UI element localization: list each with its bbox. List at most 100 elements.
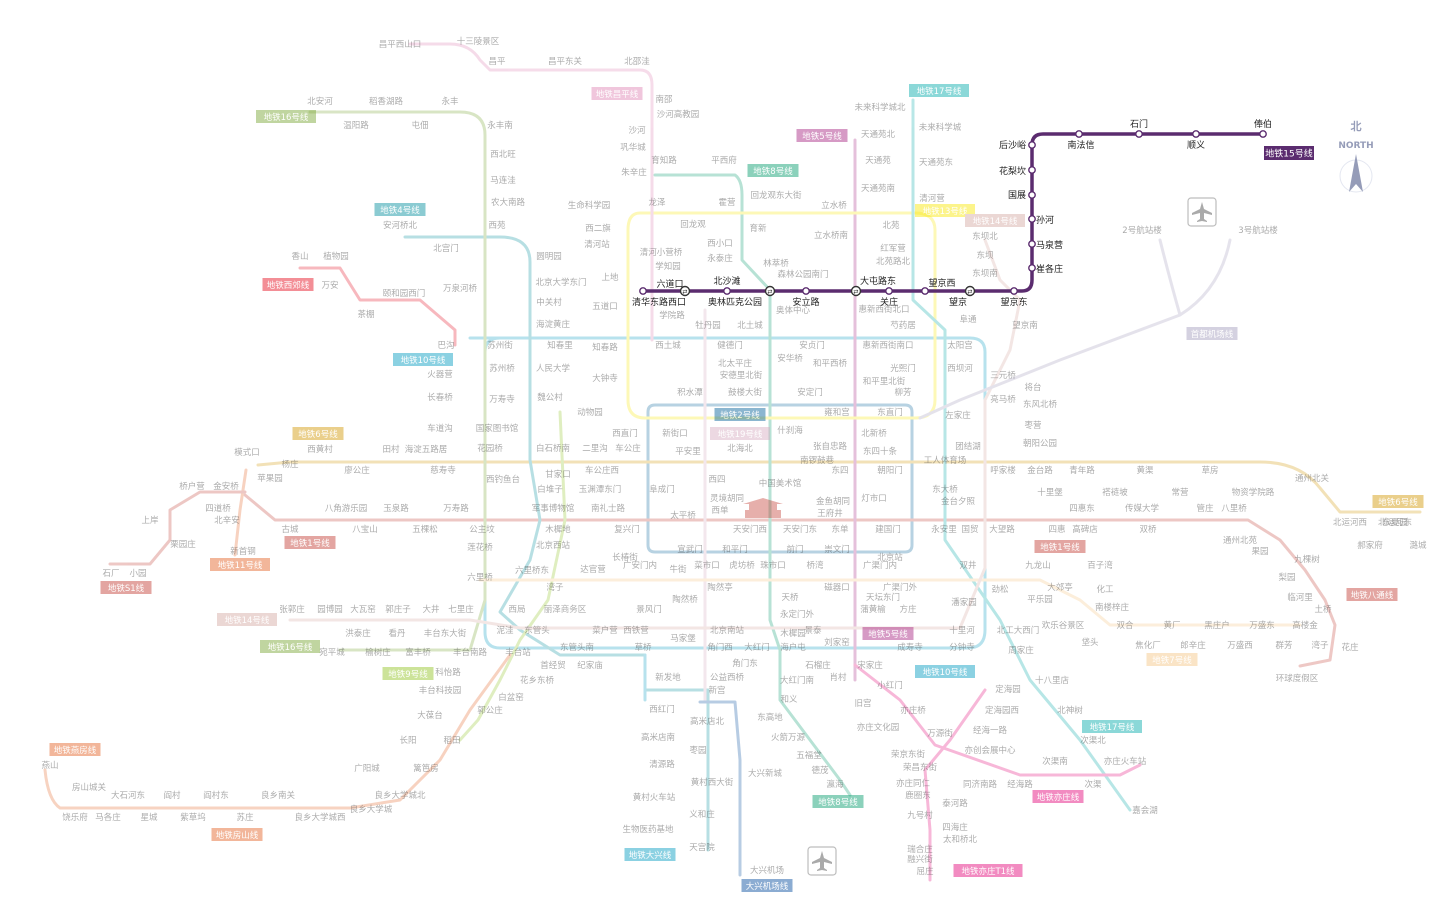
station-label[interactable]: 长阳 <box>399 735 416 746</box>
station-label[interactable]: 天坛东门 <box>866 592 900 603</box>
line-tag[interactable]: 地铁5号线 <box>862 627 914 640</box>
station-label[interactable]: 广渠门外 <box>883 582 918 593</box>
station-label[interactable]: 车公庄 <box>615 443 641 454</box>
station-label[interactable]: 万源街 <box>927 728 953 739</box>
station-label[interactable]: 丰台科技园 <box>419 685 462 696</box>
line-tag[interactable]: 地铁14号线 <box>217 613 277 626</box>
station-label[interactable]: 古城 <box>281 524 299 535</box>
station-label[interactable]: 大兴新城 <box>748 768 783 779</box>
station-label[interactable]: 五棵松 <box>412 524 438 535</box>
station-label[interactable]: 车公庄西 <box>585 465 619 476</box>
station-label[interactable]: 北工大西门 <box>997 625 1040 636</box>
station-label[interactable]: 和义 <box>780 695 798 705</box>
line-tag[interactable]: 地铁2号线 <box>714 408 766 421</box>
station-label[interactable]: 平西府 <box>711 155 737 166</box>
station-label[interactable]: 木樨园 <box>780 628 806 639</box>
station-label[interactable]: 立水桥南 <box>814 230 848 241</box>
station-label[interactable]: 草桥 <box>634 642 652 653</box>
station-label[interactable]: 北邵洼 <box>624 56 650 67</box>
station-label[interactable]: 国家图书馆 <box>476 423 519 434</box>
station-label[interactable]: 鼓楼大街 <box>728 387 763 398</box>
station-label[interactable]: 植物园 <box>323 251 349 262</box>
station-label[interactable]: 工人体育场 <box>924 455 967 466</box>
station-label[interactable]: 沙河 <box>628 125 646 136</box>
line-tag[interactable]: 地铁燕房线 <box>49 743 101 756</box>
station-label[interactable]: 清河站 <box>584 239 610 250</box>
station-label[interactable]: 黄村火车站 <box>633 792 676 803</box>
station-label[interactable]: 科怡路 <box>435 667 461 678</box>
station-label[interactable]: 广渠门内 <box>863 560 897 571</box>
station-label[interactable]: 林萃桥 <box>763 258 789 269</box>
station-label[interactable]: 德茂 <box>811 765 829 776</box>
station-label[interactable]: 高楼金 <box>1292 620 1318 631</box>
station-label[interactable]: 果园 <box>1251 547 1268 557</box>
station-label[interactable]: 望京南 <box>1012 320 1038 331</box>
line-15-station[interactable]: ⇄望京 <box>949 285 976 309</box>
station-label[interactable]: 田村 <box>382 444 400 455</box>
station-label[interactable]: 北苑 <box>882 220 900 231</box>
station-label[interactable]: 成寿寺 <box>897 642 923 653</box>
station-label[interactable]: 八宝山 <box>352 524 378 535</box>
station-label[interactable]: 朱辛庄 <box>621 167 647 178</box>
station-label[interactable]: 苏州街 <box>487 340 513 351</box>
line-tag[interactable]: 地铁10号线 <box>915 665 975 678</box>
station-label[interactable]: 栗园庄 <box>170 539 196 550</box>
station-label[interactable]: 海户屯 <box>780 642 806 653</box>
station-label[interactable]: 化工 <box>1096 584 1114 595</box>
station-label[interactable]: 土桥 <box>1314 604 1332 615</box>
station-label[interactable]: 火箭万源 <box>771 732 806 743</box>
station-label[interactable]: 景泰 <box>804 625 822 636</box>
station-label[interactable]: 金鱼胡同 <box>816 496 850 507</box>
station-label[interactable]: 苏州桥 <box>489 363 515 374</box>
station-label[interactable]: 紫草坞 <box>180 812 206 823</box>
line-tag[interactable]: 地铁亦庄线 <box>1032 790 1084 803</box>
station-label[interactable]: 鹿圈东 <box>905 790 931 801</box>
station-label[interactable]: 黄厂 <box>1163 620 1180 631</box>
station-label[interactable]: 天宫院 <box>689 842 715 853</box>
station-label[interactable]: 健德门 <box>717 340 743 351</box>
station-label[interactable]: 四惠 <box>1048 524 1065 535</box>
station-label[interactable]: 九号村 <box>907 810 933 821</box>
station-label[interactable]: 磁器口 <box>824 582 850 593</box>
station-label[interactable]: 饶乐府 <box>62 812 88 823</box>
station-label[interactable]: 郭庄子 <box>385 604 411 615</box>
station-label[interactable]: 石榴庄 <box>805 660 831 671</box>
station-label[interactable]: 阎村东 <box>203 790 229 801</box>
station-label[interactable]: 奥体中心 <box>776 305 811 316</box>
station-label[interactable]: 十八里店 <box>1035 675 1070 686</box>
station-label[interactable]: 军事博物馆 <box>532 503 575 514</box>
line-tag[interactable]: 地铁亦庄T1线 <box>953 864 1023 877</box>
station-label[interactable]: 金台夕照 <box>941 496 976 507</box>
station-label[interactable]: 燕山 <box>41 760 58 771</box>
station-label[interactable]: 物资学院路 <box>1232 487 1275 498</box>
station-label[interactable]: 金安桥 <box>213 481 239 492</box>
line-15-station[interactable]: 花梨坎 <box>999 165 1036 177</box>
station-label[interactable]: 学院路 <box>659 310 685 321</box>
station-label[interactable]: 方庄 <box>899 604 917 615</box>
station-label[interactable]: 生物医药基地 <box>622 824 674 835</box>
station-label[interactable]: 魏公村 <box>537 392 563 403</box>
station-label[interactable]: 郎辛庄 <box>1180 640 1206 651</box>
station-label[interactable]: 十三陵景区 <box>457 36 500 47</box>
station-label[interactable]: 牛街 <box>669 564 687 575</box>
station-label[interactable]: 荣昌东街 <box>903 762 938 773</box>
station-label[interactable]: 垡头 <box>1081 637 1099 648</box>
station-label[interactable]: 角门东 <box>732 658 758 669</box>
station-label[interactable]: 清河营 <box>919 193 945 204</box>
station-label[interactable]: 金台路 <box>1027 465 1053 476</box>
station-label[interactable]: 东管头南 <box>560 642 594 653</box>
station-label[interactable]: 五福堂 <box>796 750 822 761</box>
station-label[interactable]: 长春桥 <box>427 392 453 403</box>
station-label[interactable]: 太阳宫 <box>947 340 973 351</box>
station-label[interactable]: 天安门西 <box>733 524 767 535</box>
station-label[interactable]: 旧宫 <box>854 698 871 709</box>
station-label[interactable]: 草房 <box>1201 465 1218 476</box>
station-label[interactable]: 甘家口 <box>545 469 571 480</box>
line-tag[interactable]: 地铁S1线 <box>100 581 152 594</box>
station-label[interactable]: 融兴街 <box>907 854 933 865</box>
station-label[interactable]: 平安里 <box>675 446 701 457</box>
station-label[interactable]: 通州北关 <box>1295 473 1330 484</box>
station-label[interactable]: 高米店南 <box>641 732 675 743</box>
station-label[interactable]: 同济南路 <box>963 779 998 790</box>
station-label[interactable]: 永安里 <box>931 524 957 535</box>
